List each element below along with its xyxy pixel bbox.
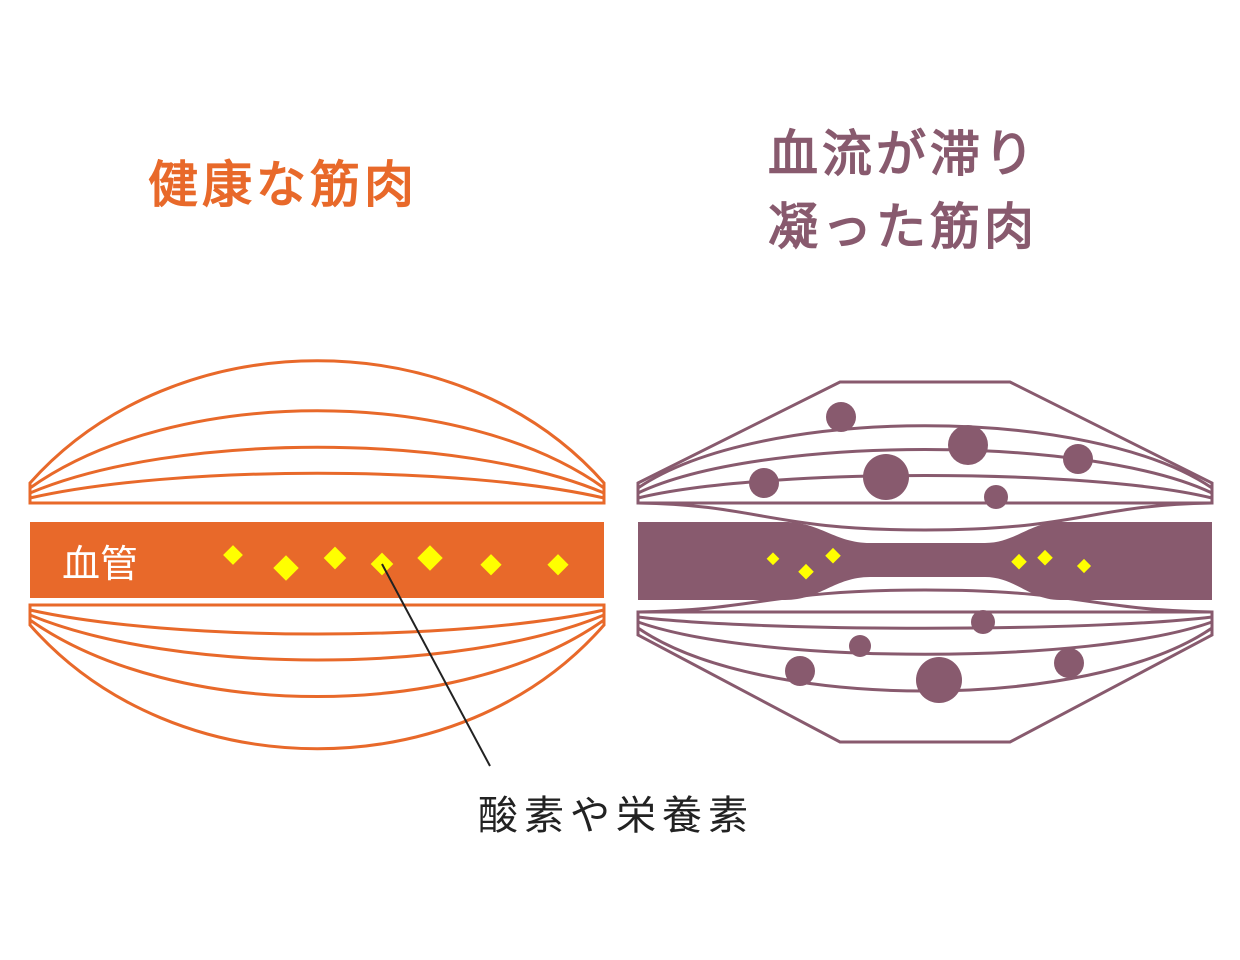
stagnant-nutrients [766,547,1092,580]
nutrient-leader-line [381,563,491,767]
waste-deposit [849,635,871,657]
nutrient-particle [1076,558,1092,574]
waste-deposit [1054,648,1084,678]
waste-deposit [916,657,962,703]
stagnant-fiber [637,474,1213,500]
nutrient-caption: 酸素や栄養素 [478,793,754,839]
stagnant-fiber [637,448,1213,495]
healthy-lower-fibers [28,603,606,751]
waste-deposit [984,485,1008,509]
stagnant-blood-vessel [638,522,1212,600]
stagnant-muscle-title-line2: 凝った筋肉 [768,197,1038,256]
healthy-fiber [29,613,605,662]
stagnant-fiber [637,588,1213,614]
healthy-fiber [29,409,605,490]
stagnant-muscle-title-line1: 血流が滞り [768,125,1038,183]
nutrient-particle [825,547,841,564]
healthy-upper-fibers [28,359,606,505]
stagnant-fiber [637,615,1213,630]
healthy-fiber [29,618,605,698]
waste-deposit [971,610,995,634]
healthy-fiber [28,603,606,751]
stagnant-waste-deposits [749,402,1093,703]
healthy-blood-vessel [30,522,604,598]
nutrient-particle [417,545,443,571]
healthy-fiber [29,445,605,495]
nutrient-particle [766,552,780,566]
waste-deposit [863,454,909,500]
healthy-fiber [29,608,605,636]
nutrient-particle [1011,553,1027,570]
stagnant-muscle-title: 血流が滞り 凝った筋肉 [768,118,1208,263]
nutrient-particle [1037,549,1053,566]
healthy-fiber [29,471,605,500]
stagnant-fiber [637,424,1213,490]
waste-deposit [826,402,856,432]
stagnant-fiber [637,501,1213,532]
nutrient-particle [798,563,814,580]
nutrient-particle [547,554,569,576]
nutrient-particle [273,555,299,581]
healthy-muscle [28,359,606,751]
stagnant-fiber [637,620,1213,656]
waste-deposit [785,656,815,686]
nutrient-particle [323,546,347,570]
waste-deposit [1063,444,1093,474]
vessel-label: 血管 [62,542,138,586]
waste-deposit [948,425,988,465]
healthy-muscle-title: 健康な筋肉 [148,156,418,214]
healthy-fiber [28,359,606,505]
stagnant-upper-fibers [636,380,1214,532]
waste-deposit [749,468,779,498]
